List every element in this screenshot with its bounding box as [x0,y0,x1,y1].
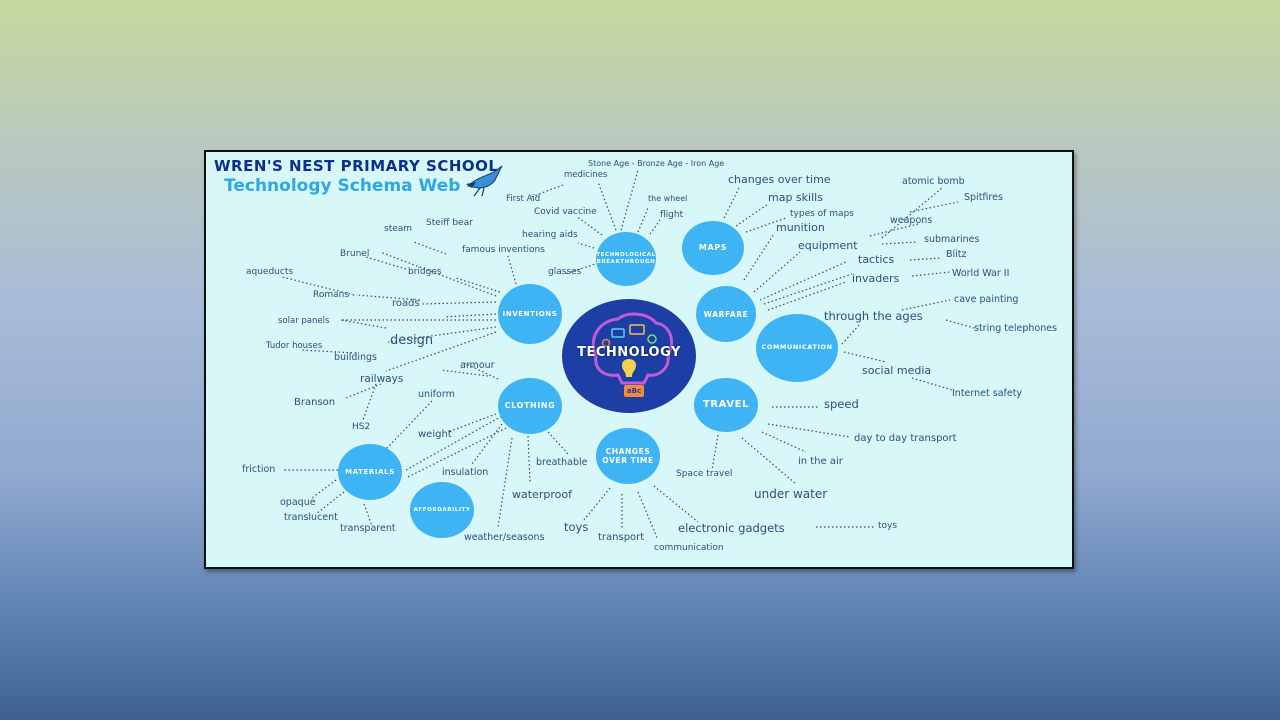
label-weapons: weapons [890,215,933,226]
label-tactics: tactics [858,253,895,266]
label-communication-small: communication [654,543,724,553]
label-branson: Branson [294,397,336,408]
topic-warfare: WARFARE [696,286,756,342]
label-equipment: equipment [798,239,858,252]
label-medicines: medicines [564,170,608,180]
label-steiff-bear: Steiff bear [426,218,473,228]
label-through-the-ages: through the ages [824,309,923,323]
label-submarines: submarines [924,234,980,245]
label-world-war-ii: World War II [952,268,1010,279]
label-uniform: uniform [418,389,455,400]
label-transport: transport [598,532,645,543]
label-transparent: transparent [340,523,396,534]
label-translucent: translucent [284,512,338,523]
brain-circuit-icon [591,312,673,397]
center-label: TECHNOLOGY [577,345,681,360]
label-weather-seasons: weather/seasons [464,532,545,543]
label-aqueducts: aqueducts [246,267,294,277]
school-name: WREN'S NEST PRIMARY SCHOOL [214,157,499,175]
label-weight: weight [418,429,452,440]
label-social-media: social media [862,364,932,377]
label-famous-inventions: famous inventions [462,245,545,255]
topic-maps: MAPS [682,221,744,275]
label-munition: munition [776,221,825,234]
label-friction: friction [242,464,276,475]
label-flight: flight [660,210,684,220]
label-first-aid: First Aid [506,194,541,204]
label-internet-safety: Internet safety [952,388,1023,399]
topic-materials: MATERIALS [338,444,402,500]
topic-travel: TRAVEL [694,378,758,432]
wren-bird-icon [466,165,503,197]
topic-technological-breakthrough: TECHNOLOGICAL BREAKTHROUGH [596,232,656,286]
label-brunel: Brunel [340,249,370,259]
label-map-skills: map skills [768,191,823,204]
label-opaque: opaque [280,497,316,508]
label-changes-over-time: changes over time [728,173,831,186]
label-buildings: buildings [334,352,378,363]
label-glasses: glasses [548,267,582,277]
label-romans: Romans [313,290,350,300]
label-cave-painting: cave painting [954,294,1019,305]
label-breathable: breathable [536,457,588,468]
label-toys-right: toys [878,521,898,531]
label-railways: railways [360,373,404,385]
label-invaders: invaders [852,272,900,285]
topic-communication: COMMUNICATION [756,314,838,382]
label-electronic-gadgets: electronic gadgets [678,521,785,535]
label-hs2: HS2 [352,422,371,432]
label-design: design [390,333,434,348]
topic-changes-over-time: CHANGES OVER TIME [596,428,660,484]
technology-center-bubble: TECHNOLOGY aBc [562,299,696,413]
label-covid-vaccine: Covid vaccine [534,207,597,217]
label-types-of-maps: types of maps [790,209,854,219]
label-speed: speed [824,397,859,411]
label-roads: roads [392,298,420,309]
label-hearing-aids: hearing aids [522,230,578,240]
label-solar-panels: solar panels [278,316,330,326]
label-string-telephones: string telephones [974,323,1058,334]
label-armour: armour [460,360,495,371]
label-tudor-houses: Tudor houses [266,341,323,351]
label-spitfires: Spitfires [964,192,1003,203]
topic-affordability: AFFORDABILITY [410,482,474,538]
label-under-water: under water [754,487,828,501]
label-blitz: Blitz [946,249,967,260]
label-waterproof: waterproof [512,488,572,501]
center-badge: aBc [626,387,642,395]
label-toys-left: toys [564,520,589,534]
label-stone-age: Stone Age - Bronze Age - Iron Age [588,159,725,168]
label-day-to-day-transport: day to day transport [854,433,957,444]
label-space-travel: Space travel [676,469,733,479]
topic-inventions: INVENTIONS [498,284,562,344]
schema-web-panel: WREN'S NEST PRIMARY SCHOOL Technology Sc… [204,150,1074,569]
label-steam: steam [384,224,413,234]
label-atomic-bomb: atomic bomb [902,176,965,187]
label-bridges: bridges [408,267,442,277]
connector-lines [281,169,975,541]
label-the-wheel: the wheel [648,194,688,203]
label-insulation: insulation [442,467,489,478]
page-title: Technology Schema Web [224,176,461,196]
label-in-the-air: in the air [798,456,843,467]
topic-clothing: CLOTHING [498,378,562,434]
